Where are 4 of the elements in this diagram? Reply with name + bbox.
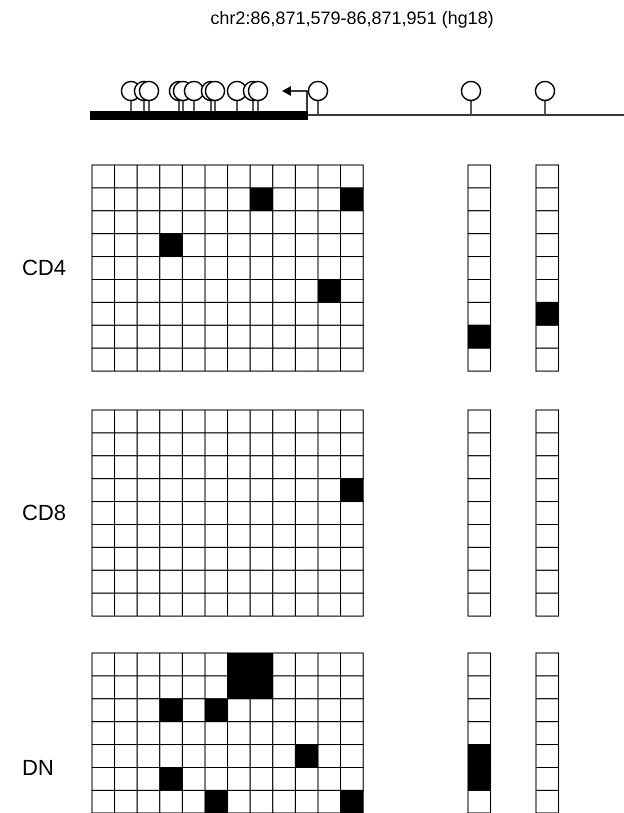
group-label: DN [22,755,54,781]
group-label: CD4 [22,255,66,281]
region-title: chr2:86,871,579-86,871,951 (hg18) [209,8,495,29]
group-label: CD8 [22,500,66,526]
